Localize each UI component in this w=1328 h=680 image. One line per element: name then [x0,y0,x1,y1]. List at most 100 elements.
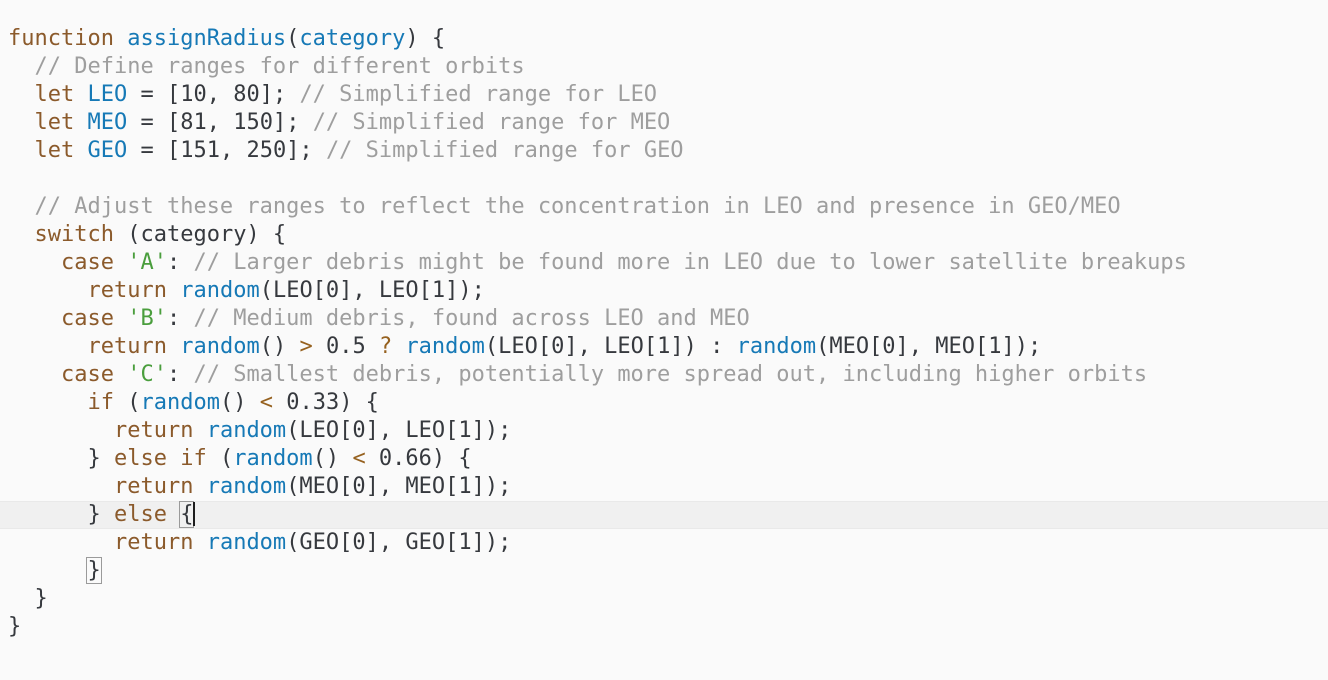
code-line[interactable]: } [0,585,1328,613]
token-kw: case [60,306,114,331]
token-txt [8,334,87,359]
token-txt: : [166,250,194,275]
token-txt: ) { [405,26,446,51]
token-txt: ( [206,446,234,471]
code-line[interactable]: } [0,613,1328,641]
token-kw: let [34,138,75,163]
token-txt [74,110,87,135]
token-fn: assignRadius [127,26,287,51]
token-txt: (MEO[0], MEO[1]); [816,334,1042,359]
token-kw: return [87,334,167,359]
token-txt: : [166,306,194,331]
matched-bracket: { [180,502,194,527]
token-txt [167,278,180,303]
token-com: // Simplified range for MEO [312,110,671,135]
token-txt [8,110,35,135]
token-com: // Simplified range for LEO [299,82,658,107]
code-line[interactable]: return random(MEO[0], MEO[1]); [0,473,1328,501]
token-txt: ( [113,390,141,415]
code-line[interactable]: return random(LEO[0], LEO[1]); [0,417,1328,445]
token-fn: random [206,418,287,443]
code-line[interactable]: return random(LEO[0], LEO[1]); [0,277,1328,305]
token-txt [74,138,87,163]
code-editor[interactable]: function assignRadius(category) { // Def… [0,0,1328,641]
token-com: // Adjust these ranges to reflect the co… [34,194,1121,219]
token-txt: } [8,446,114,471]
token-txt: 0.33) { [272,390,379,415]
token-txt [8,390,87,415]
token-kw: case [60,362,114,387]
code-line[interactable]: let MEO = [81, 150]; // Simplified range… [0,109,1328,137]
token-txt: () [219,390,260,415]
code-line[interactable]: } [0,557,1328,585]
token-kw: return [113,530,194,555]
code-line[interactable]: } else if (random() < 0.66) { [0,445,1328,473]
token-def: GEO [87,138,128,163]
token-txt: } [8,502,114,527]
token-fn: random [736,334,817,359]
code-line[interactable]: if (random() < 0.33) { [0,389,1328,417]
token-txt [8,306,61,331]
token-txt: = [151, 250]; [127,138,326,163]
code-line[interactable]: let GEO = [151, 250]; // Simplified rang… [0,137,1328,165]
token-txt: } [8,586,48,611]
token-kw: let [34,82,75,107]
code-line[interactable]: case 'C': // Smallest debris, potentiall… [0,361,1328,389]
token-txt [8,474,114,499]
token-txt [167,446,180,471]
token-txt [193,418,206,443]
token-txt [114,26,127,51]
token-kw: if [87,390,114,415]
token-txt: () [312,446,353,471]
text-cursor [193,502,196,526]
token-txt [167,502,180,527]
token-txt: (category) { [113,222,287,247]
token-txt [8,194,35,219]
token-txt: = [81, 150]; [127,110,313,135]
token-txt: 0.66) { [365,446,472,471]
token-txt [8,530,114,555]
token-fn: random [180,334,260,359]
code-line[interactable]: return random() > 0.5 ? random(LEO[0], L… [0,333,1328,361]
code-line[interactable]: let LEO = [10, 80]; // Simplified range … [0,81,1328,109]
token-kw: switch [34,222,114,247]
code-line[interactable]: return random(GEO[0], GEO[1]); [0,529,1328,557]
code-line[interactable]: case 'A': // Larger debris might be foun… [0,249,1328,277]
code-line[interactable]: // Adjust these ranges to reflect the co… [0,193,1328,221]
token-com: // Simplified range for GEO [325,138,684,163]
token-txt [114,306,127,331]
token-str: 'A' [127,250,167,275]
token-txt: (LEO[0], LEO[1]); [286,418,512,443]
active-code-line[interactable]: } else { [0,501,1328,529]
token-txt: (MEO[0], MEO[1]); [286,474,512,499]
token-kw: return [113,474,194,499]
token-txt: 0.5 [312,334,379,359]
token-def: category [299,26,406,51]
token-fn: random [180,278,260,303]
token-kw: else [113,446,167,471]
token-txt [8,222,35,247]
token-str: 'B' [127,306,167,331]
token-txt: (GEO[0], GEO[1]); [286,530,512,555]
token-str: 'C' [127,362,167,387]
token-kw: else [113,502,167,527]
token-kw: if [180,446,207,471]
code-line[interactable] [0,165,1328,193]
token-txt [167,334,180,359]
token-txt [8,278,87,303]
token-op: > [299,334,313,359]
token-op: < [352,446,366,471]
code-line[interactable]: switch (category) { [0,221,1328,249]
token-kw: let [34,110,75,135]
token-fn: random [140,390,220,415]
token-def: LEO [87,82,128,107]
token-txt: (LEO[0], LEO[1]) : [484,334,737,359]
token-txt: } [8,614,22,639]
token-txt: () [259,334,300,359]
code-line[interactable]: function assignRadius(category) { [0,25,1328,53]
token-def: MEO [87,110,128,135]
code-line[interactable]: // Define ranges for different orbits [0,53,1328,81]
token-txt [8,558,87,583]
code-line[interactable]: case 'B': // Medium debris, found across… [0,305,1328,333]
token-op: ? [378,334,393,359]
